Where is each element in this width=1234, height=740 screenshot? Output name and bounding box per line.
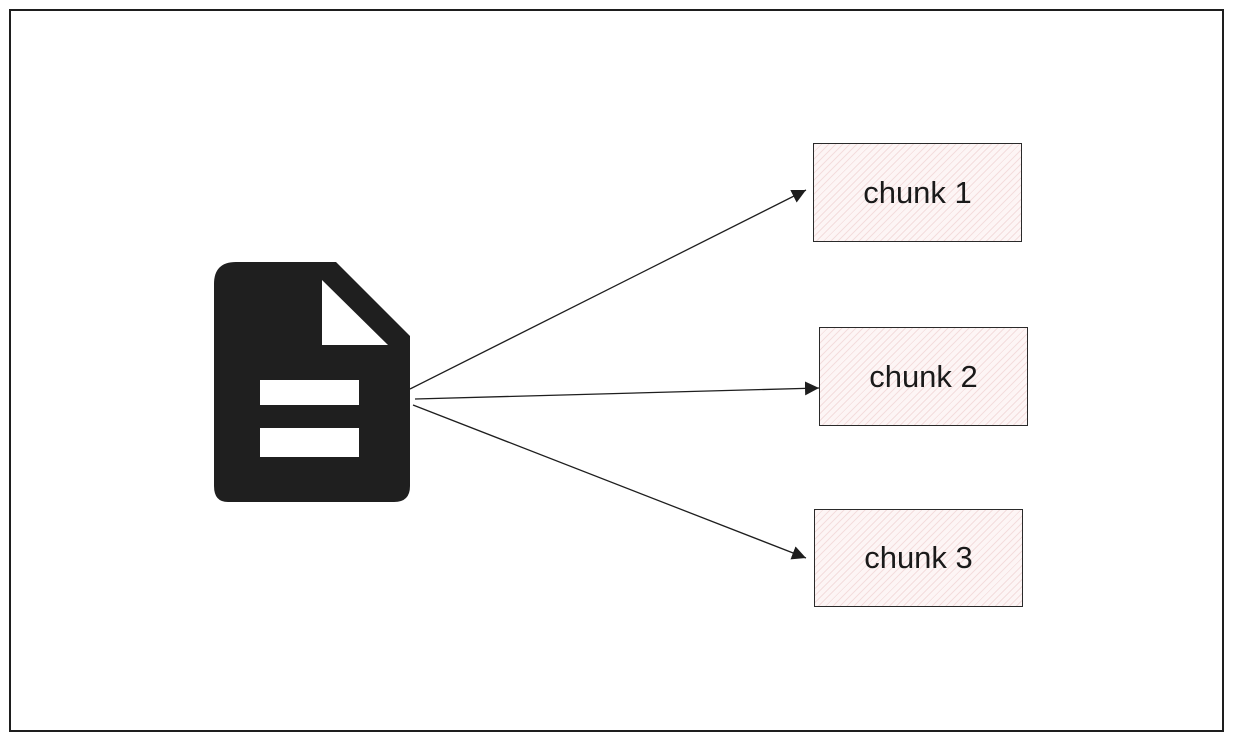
chunk-box-2: chunk 2 [819, 327, 1028, 426]
chunk-label-1: chunk 1 [863, 174, 972, 210]
diagram-frame [9, 9, 1224, 732]
chunk-box-3: chunk 3 [814, 509, 1023, 607]
arrow-to-chunk-1 [409, 189, 807, 390]
chunk-box-1: chunk 1 [813, 143, 1022, 242]
chunk-label-3: chunk 3 [864, 540, 973, 575]
arrow-to-chunk-2 [414, 381, 820, 400]
chunk-label-2: chunk 2 [869, 358, 978, 394]
arrow-to-chunk-3 [412, 404, 807, 560]
document-icon [214, 262, 410, 502]
